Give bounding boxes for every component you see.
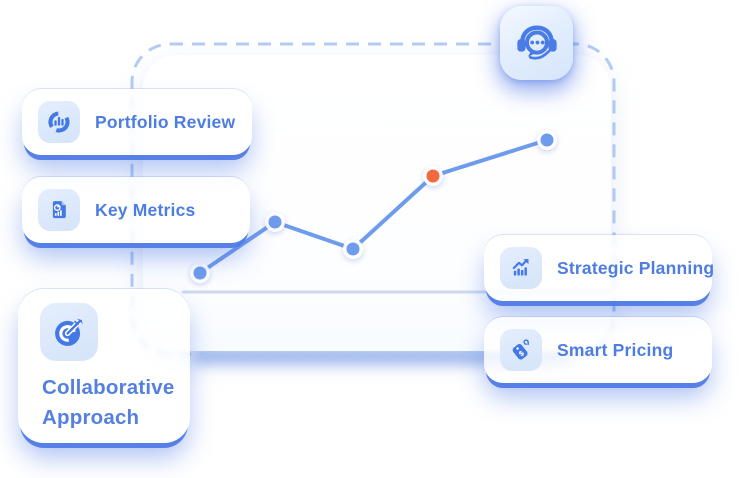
feature-label: Key Metrics [95, 199, 196, 220]
report-document-icon [52, 201, 66, 219]
feature-label-line2: Approach [42, 406, 140, 429]
headset-chat-icon [516, 25, 557, 60]
donut-bar-chart-icon [48, 111, 70, 133]
feature-card-key-metrics[interactable]: Key Metrics [22, 177, 250, 243]
growth-bars-arrow-icon [512, 259, 529, 276]
feature-card-portfolio-review[interactable]: Portfolio Review [22, 89, 252, 155]
feature-card-strategic-planning[interactable]: Strategic Planning [484, 235, 715, 301]
feature-card-smart-pricing[interactable]: $ Smart Pricing [484, 317, 712, 383]
icon-tile [38, 189, 80, 231]
icon-tile [40, 303, 98, 361]
icon-tile: $ [500, 329, 542, 371]
dashed-border [130, 42, 616, 356]
icon-tile [38, 101, 80, 143]
icon-tile [500, 247, 542, 289]
price-tag-dollar-icon: $ [512, 339, 529, 360]
feature-label: Collaborative Approach [42, 373, 190, 433]
feature-label: Strategic Planning [557, 257, 715, 278]
feature-label-line1: Collaborative [42, 376, 175, 399]
svg-text:$: $ [517, 348, 526, 358]
feature-label: Smart Pricing [557, 339, 674, 360]
support-chat-badge[interactable] [500, 6, 573, 80]
feature-card-collaborative-approach[interactable]: Collaborative Approach [18, 289, 190, 443]
target-dart-icon [55, 318, 83, 346]
feature-label: Portfolio Review [95, 111, 236, 132]
